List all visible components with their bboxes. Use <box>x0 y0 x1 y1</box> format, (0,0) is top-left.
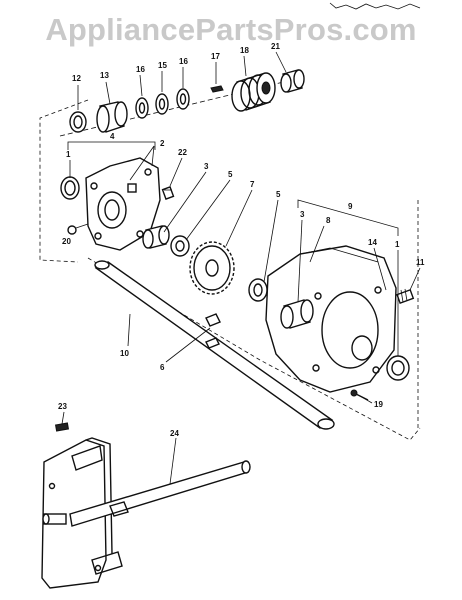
callout-21: 21 <box>271 42 280 51</box>
callout-13: 13 <box>100 71 109 80</box>
callout-19: 19 <box>374 400 383 409</box>
part-19-screw <box>350 389 369 401</box>
callout-12: 12 <box>72 74 81 83</box>
callout-23: 23 <box>58 402 67 411</box>
callout-3-right: 3 <box>300 210 305 219</box>
callout-22: 22 <box>178 148 187 157</box>
part-18-pulley <box>231 72 276 112</box>
callout-5-right: 5 <box>276 190 281 199</box>
callout-5-left: 5 <box>228 170 233 179</box>
part-5-washer-left <box>170 235 190 257</box>
callout-1-left: 1 <box>66 150 71 159</box>
part-16-washer <box>135 97 149 119</box>
callout-14: 14 <box>368 238 377 247</box>
part-5-washer-right <box>248 278 268 302</box>
callout-10: 10 <box>120 349 129 358</box>
part-1-seal-right <box>386 355 410 381</box>
top-torn-edge <box>329 2 421 10</box>
leader-lines <box>61 51 421 485</box>
callout-17: 17 <box>211 52 220 61</box>
part-16-washer-second <box>176 88 190 110</box>
part-12-seal <box>69 111 87 133</box>
part-20-screw <box>67 223 89 235</box>
callout-20: 20 <box>62 237 71 246</box>
callout-18: 18 <box>240 46 249 55</box>
part-1-seal-left <box>60 176 80 200</box>
bracket-9 <box>297 199 399 236</box>
callout-labels: 12 13 16 15 16 17 18 21 4 2 1 22 3 5 7 5… <box>58 42 425 438</box>
part-23-key <box>54 422 70 432</box>
part-3-bearing-right <box>280 299 314 329</box>
callout-9: 9 <box>348 202 353 211</box>
part-15-washer <box>155 93 169 115</box>
part-21-bushing <box>280 69 305 93</box>
assembly-outline-left <box>39 99 89 263</box>
part-2-left-housing <box>85 157 161 251</box>
callout-11: 11 <box>416 258 425 267</box>
part-17-key <box>210 85 224 93</box>
part-3-bearing-left <box>142 225 170 249</box>
bracket-4 <box>67 141 156 150</box>
part-22-fitting <box>161 186 175 200</box>
part-24-axle-plate <box>41 437 251 589</box>
callout-3-left: 3 <box>204 162 209 171</box>
part-8-right-housing <box>265 245 397 393</box>
part-11-plug <box>396 288 415 304</box>
callout-4: 4 <box>110 132 115 141</box>
part-7-gear <box>189 241 235 295</box>
callout-8: 8 <box>326 216 331 225</box>
callout-2: 2 <box>160 139 165 148</box>
callout-7: 7 <box>250 180 255 189</box>
callout-6: 6 <box>160 363 165 372</box>
callout-16: 16 <box>136 65 145 74</box>
callout-15: 15 <box>158 61 167 70</box>
part-13-bushing <box>96 101 128 133</box>
part-6-key <box>205 313 221 349</box>
callout-16-second: 16 <box>179 57 188 66</box>
callout-1-right: 1 <box>395 240 400 249</box>
callout-24: 24 <box>170 429 179 438</box>
